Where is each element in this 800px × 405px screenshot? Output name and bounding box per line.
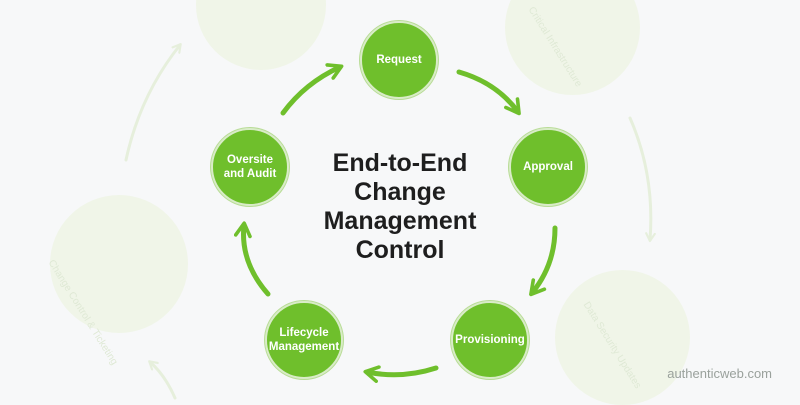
node-approval: Approval bbox=[509, 128, 587, 206]
node-approval-label: Approval bbox=[523, 161, 573, 173]
title-line-1: End-to-End bbox=[332, 149, 468, 177]
node-provisioning: Provisioning bbox=[451, 301, 529, 379]
node-request-label: Request bbox=[376, 54, 422, 66]
node-lifecycle-label-line-2: Management bbox=[268, 341, 340, 353]
background-arrow-right bbox=[628, 116, 656, 243]
background-arrow-left bbox=[124, 43, 182, 162]
watermark: authenticweb.com bbox=[667, 366, 772, 381]
background-circle-left bbox=[50, 195, 188, 333]
node-lifecycle-label-line-1: Lifecycle bbox=[279, 327, 329, 339]
node-provisioning-label: Provisioning bbox=[455, 334, 525, 346]
diagram-title: End-to-End Change Management Control bbox=[300, 149, 500, 265]
title-line-4: Control bbox=[355, 236, 445, 264]
node-oversite-label-line-1: Oversite bbox=[226, 154, 274, 166]
node-request: Request bbox=[360, 21, 438, 99]
arrow-request-to-approval bbox=[456, 69, 521, 116]
node-lifecycle-management: Lifecycle Management bbox=[265, 301, 343, 379]
node-oversite-and-audit: Oversite and Audit bbox=[211, 128, 289, 206]
title-line-3: Management bbox=[323, 207, 477, 235]
background-arrow-bottom bbox=[148, 360, 177, 400]
node-oversite-label-line-2: and Audit bbox=[223, 168, 277, 180]
arrow-provisioning-to-lifecycle bbox=[363, 365, 439, 383]
background-circle-lower-right bbox=[555, 270, 690, 405]
arrow-lifecycle-to-oversite bbox=[233, 221, 271, 297]
arrow-oversite-to-request bbox=[280, 63, 344, 116]
title-line-2: Change bbox=[354, 178, 446, 206]
arrow-approval-to-provisioning bbox=[529, 225, 558, 297]
